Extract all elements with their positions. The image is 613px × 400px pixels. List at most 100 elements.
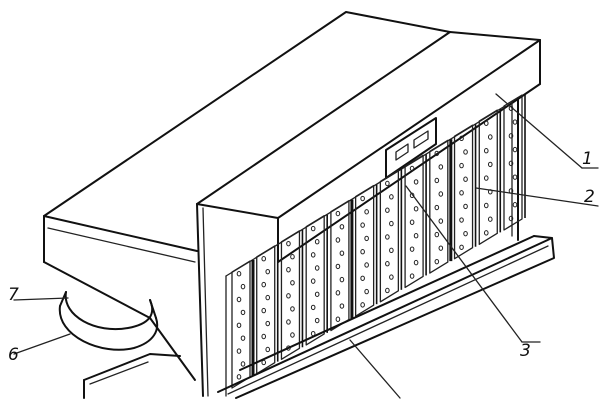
perforation-hole (409, 219, 415, 225)
perforation-hole (339, 250, 345, 256)
perforation-hole (360, 302, 365, 308)
filter-plate (280, 230, 301, 360)
perforation-hole (290, 253, 295, 260)
perforation-hole (261, 359, 267, 366)
perforation-hole (265, 320, 271, 327)
perforation-hole (310, 225, 316, 232)
perforation-hole (335, 263, 341, 270)
perforation-hole (290, 332, 295, 338)
perforation-hole (314, 239, 320, 245)
perforation-hole (512, 119, 518, 125)
perforation-hole (463, 176, 468, 182)
perforation-hole (314, 291, 320, 297)
perforation-hole (483, 120, 489, 127)
perforation-hole (483, 230, 489, 236)
perforation-hole (438, 218, 444, 224)
perforation-hole (364, 262, 369, 268)
perforation-hole (240, 335, 246, 341)
perforation-hole (508, 160, 514, 167)
filter-plates (231, 94, 526, 389)
perforation-hole (434, 231, 440, 238)
perforation-hole (364, 235, 369, 242)
filter-plate (404, 154, 424, 289)
perforation-hole (290, 306, 295, 312)
perforation-hole (236, 348, 242, 354)
filter-plate (429, 139, 449, 274)
perforation-hole (240, 283, 246, 290)
perforation-hole (236, 322, 242, 328)
perforation-hole (261, 333, 267, 340)
perforation-hole (483, 148, 489, 154)
perforation-hole (310, 278, 316, 284)
perforation-hole (413, 259, 419, 266)
perforation-hole (265, 268, 271, 275)
perforation-hole (434, 150, 440, 157)
perforation-hole (335, 237, 341, 243)
perforation-hole (385, 261, 390, 267)
perforation-hole (409, 165, 415, 172)
callout-6: 6 (8, 345, 19, 365)
perforation-hole (389, 247, 394, 254)
filter-plate (453, 124, 474, 260)
perforation-hole (389, 274, 394, 280)
perforation-hole (286, 240, 291, 247)
perforation-hole (360, 195, 365, 202)
perforation-hole (286, 319, 291, 325)
perforation-hole (459, 162, 464, 169)
base-plate (83, 353, 181, 399)
perforation-hole (463, 230, 468, 237)
perforation-hole (364, 288, 369, 295)
perforation-hole (434, 258, 440, 265)
control-panel (385, 117, 437, 179)
perforation-hole (459, 190, 464, 196)
perforation-hole (463, 203, 468, 210)
perforation-hole (314, 317, 320, 324)
top-cabinet (196, 31, 541, 397)
callout-1: 1 (582, 149, 593, 169)
perforation-hole (508, 133, 514, 139)
perforation-hole (240, 361, 246, 367)
callout-3: 3 (520, 341, 531, 361)
perforation-hole (434, 204, 440, 211)
perforation-hole (261, 281, 267, 288)
perforation-hole (335, 210, 341, 217)
filter-plate (256, 245, 276, 375)
perforation-hole (286, 293, 291, 299)
perforation-hole (512, 174, 518, 180)
perforation-hole (487, 161, 493, 168)
perforation-hole (487, 216, 493, 222)
perforation-hole (265, 294, 271, 301)
perforation-hole (438, 191, 444, 197)
perforation-hole (290, 280, 295, 286)
perforation-hole (483, 175, 489, 181)
perforation-hole (236, 271, 242, 277)
perforation-hole (438, 245, 444, 251)
filter-plate (305, 215, 325, 346)
perforation-hole (463, 149, 468, 155)
perforation-hole (236, 374, 242, 380)
perforation-hole (265, 346, 271, 353)
perforation-hole (385, 180, 390, 187)
perforation-hole (508, 215, 514, 222)
perforation-hole (413, 233, 419, 239)
perforation-hole (339, 224, 345, 230)
perforation-hole (335, 316, 341, 322)
perforation-hole (314, 265, 320, 271)
callout-7: 7 (8, 285, 19, 305)
collector-tray (217, 235, 555, 399)
perforation-hole (413, 179, 419, 185)
filter-plate (503, 94, 523, 231)
perforation-hole (487, 134, 493, 140)
perforation-hole (339, 303, 345, 309)
perforation-hole (360, 248, 365, 255)
perforation-hole (360, 275, 365, 281)
perforation-hole (459, 135, 464, 142)
perforation-hole (240, 309, 246, 316)
perforation-hole (389, 220, 394, 227)
filter-plate (478, 109, 498, 246)
perforation-hole (286, 267, 291, 273)
perforation-hole (512, 146, 518, 153)
perforation-hole (385, 207, 390, 213)
leader-lines (13, 93, 599, 399)
